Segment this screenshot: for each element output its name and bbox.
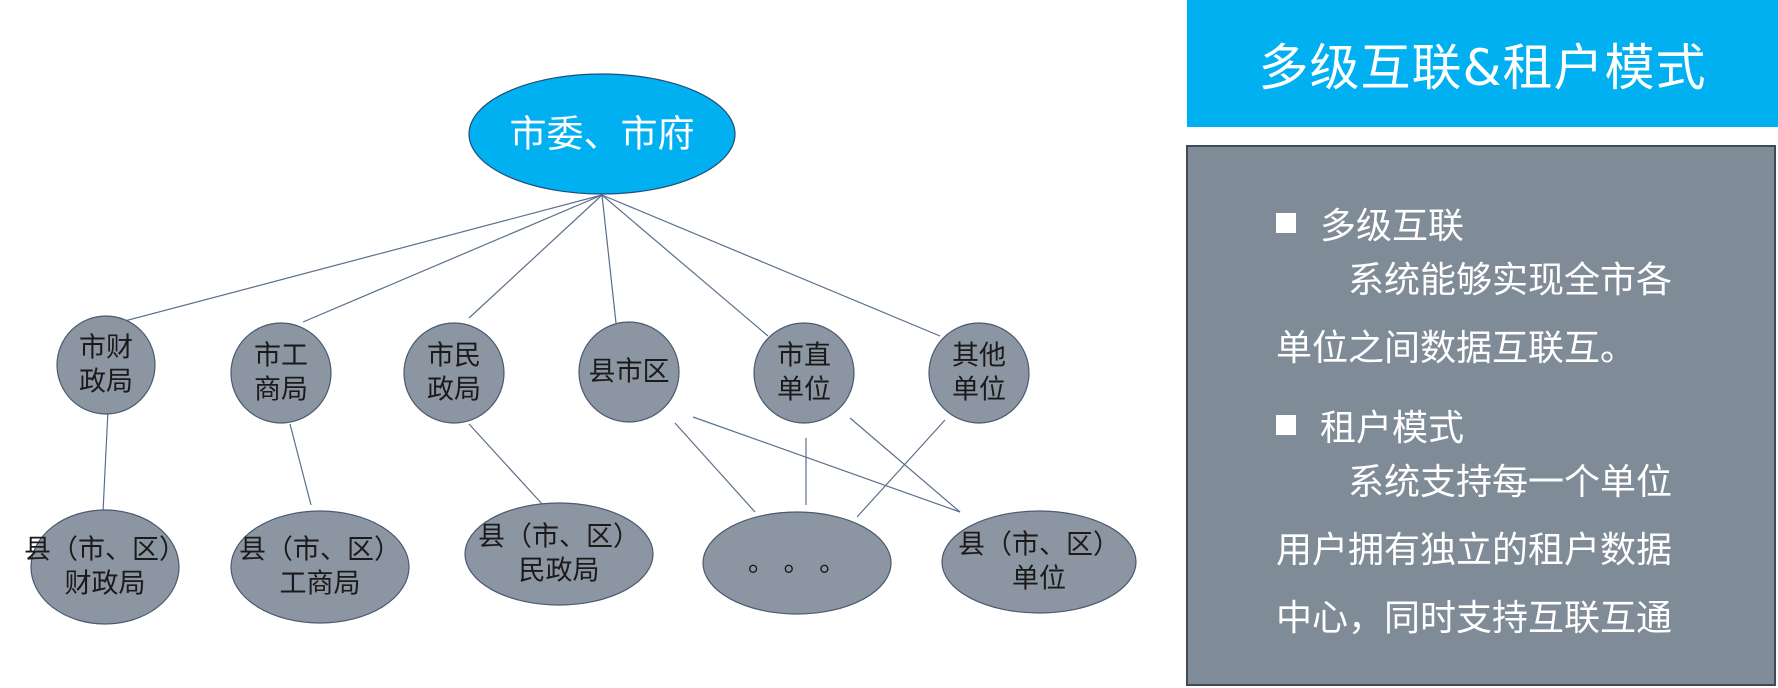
square-bullet-icon [1276,415,1296,435]
connector-lines [102,194,961,518]
section-body-tenant: 系统支持每一个单位用户拥有独立的租户数据中心，同时支持互联互通 [1276,462,1673,639]
child-connector-line [674,422,756,513]
department-node-label: 市民政局 [427,341,481,406]
department-node-label: 县市区 [589,357,670,388]
section-heading-tenant: 租户模式 [1276,399,1464,451]
diagram-nodes: 市委、市府市财政局市工商局市民政局县市区市直单位其他单位县（市、区）财政局县（市… [24,73,1137,625]
county-node-label: 县（市、区）民政局 [478,522,640,587]
child-connector-line [849,417,961,513]
child-connector-line [102,409,109,513]
info-panel: 多级互联 系统能够实现全市各单位之间数据互联互。 租户模式 系统支持每一个单位用… [1186,145,1776,686]
section-heading-text: 租户模式 [1320,408,1465,449]
root-connector-line [601,194,769,337]
root-connector-line [302,194,603,323]
county-node [464,502,654,606]
county-node [941,510,1137,614]
root-connector-line [601,194,617,324]
department-node-label: 市财政局 [79,333,133,398]
county-node [230,510,410,624]
panel-title: 多级互联&租户模式 [1258,38,1707,97]
department-node [753,322,855,424]
department-node-label: 其他单位 [952,341,1006,406]
county-node-label: 县（市、区）工商局 [239,535,401,600]
square-bullet-icon [1276,213,1296,233]
root-node [468,73,736,195]
org-hierarchy-diagram: 市委、市府市财政局市工商局市民政局县市区市直单位其他单位县（市、区）财政局县（市… [24,73,1137,625]
child-connector-line [468,423,544,506]
root-connector-line [116,194,603,324]
department-node [403,322,505,424]
department-node [928,322,1030,424]
department-node-label: 市直单位 [777,341,831,406]
department-node-label: 市工商局 [254,341,308,406]
county-node-label: 县（市、区）单位 [958,530,1120,595]
root-connector-line [601,194,941,337]
section-heading-multilevel: 多级互联 [1276,197,1464,249]
county-node-label: 县（市、区）财政局 [24,535,186,600]
section-heading-text: 多级互联 [1320,206,1465,247]
title-banner: 多级互联&租户模式 [1187,0,1778,127]
department-node [56,315,156,415]
child-connector-line [856,419,946,518]
department-node [230,322,332,424]
root-connector-line [468,194,603,319]
child-connector-line [289,423,312,506]
county-node-label: 。 。 。 [748,548,846,579]
section-body-multilevel: 系统能够实现全市各单位之间数据互联互。 [1276,260,1673,369]
county-node [30,509,180,625]
county-node [702,511,892,615]
department-node [578,321,680,423]
child-connector-line [692,416,961,513]
root-node-label: 市委、市府 [510,113,695,156]
